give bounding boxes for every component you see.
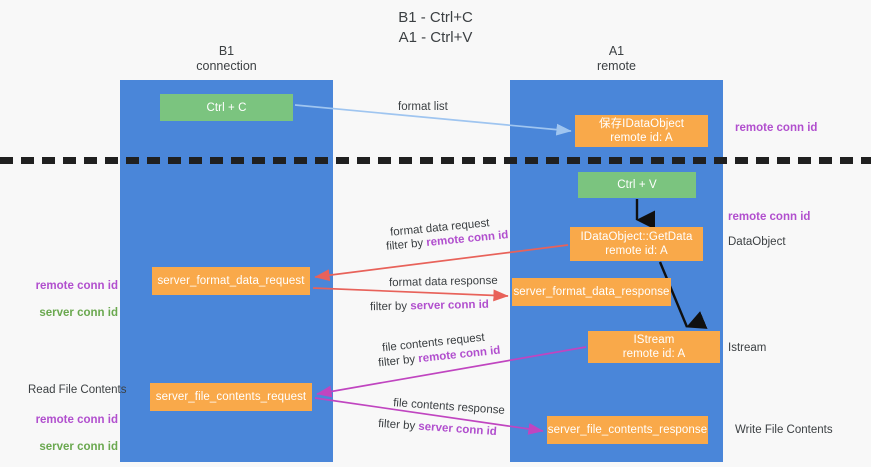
label-format-data-response-filter: filter by server conn id xyxy=(370,298,489,315)
page-title: B1 - Ctrl+C A1 - Ctrl+V xyxy=(398,9,473,46)
section-divider xyxy=(0,157,871,164)
node-ctrl-v[interactable]: Ctrl + V xyxy=(578,172,696,198)
label-write-file-contents: Write File Contents xyxy=(735,424,833,436)
label-format-data-response: format data response xyxy=(388,274,498,290)
label-file-contents-response: file contents response xyxy=(392,397,506,417)
label-remote-conn-id: remote conn id xyxy=(35,413,118,426)
label-istream: Istream xyxy=(728,342,767,354)
node-server-file-contents-request[interactable]: server_file_contents_request xyxy=(150,383,312,411)
label-server-conn-id: server conn id xyxy=(39,306,118,319)
node-istream[interactable]: IStream remote id: A xyxy=(588,331,720,363)
node-server-format-data-request[interactable]: server_format_data_request xyxy=(152,267,310,295)
filter-prefix: filter by xyxy=(377,417,419,433)
node-idataobject-getdata[interactable]: IDataObject::GetData remote id: A xyxy=(570,227,703,261)
label-dataobject: DataObject xyxy=(728,236,786,248)
filter-prefix: filter by xyxy=(369,300,411,314)
lane-header-b1: B1 connection xyxy=(196,44,257,73)
label-remote-conn-id-top: remote conn id xyxy=(735,122,818,134)
label-file-contents-response-filter: filter by server conn id xyxy=(378,417,498,440)
label-remote-conn-id-mid: remote conn id xyxy=(728,211,811,223)
label-left-conn-ids-mid: remote conn id server conn id xyxy=(20,266,118,320)
label-read-file-contents: Read File Contents xyxy=(28,384,127,396)
label-server-conn-id: server conn id xyxy=(39,440,118,453)
filter-value-server-conn-id: server conn id xyxy=(410,298,489,313)
node-save-idataobject[interactable]: 保存IDataObject remote id: A xyxy=(575,115,708,147)
node-server-format-data-response[interactable]: server_format_data_response xyxy=(512,278,671,306)
filter-prefix: filter by xyxy=(377,353,419,370)
label-left-conn-ids-bottom: remote conn id server conn id xyxy=(20,400,118,454)
label-remote-conn-id: remote conn id xyxy=(35,279,118,292)
lane-header-a1: A1 remote xyxy=(597,44,636,73)
filter-value-server-conn-id: server conn id xyxy=(417,420,498,439)
filter-prefix: filter by xyxy=(385,237,427,253)
label-format-list: format list xyxy=(398,101,448,113)
node-server-file-contents-response[interactable]: server_file_contents_response xyxy=(547,416,708,444)
node-ctrl-c[interactable]: Ctrl + C xyxy=(160,94,293,121)
